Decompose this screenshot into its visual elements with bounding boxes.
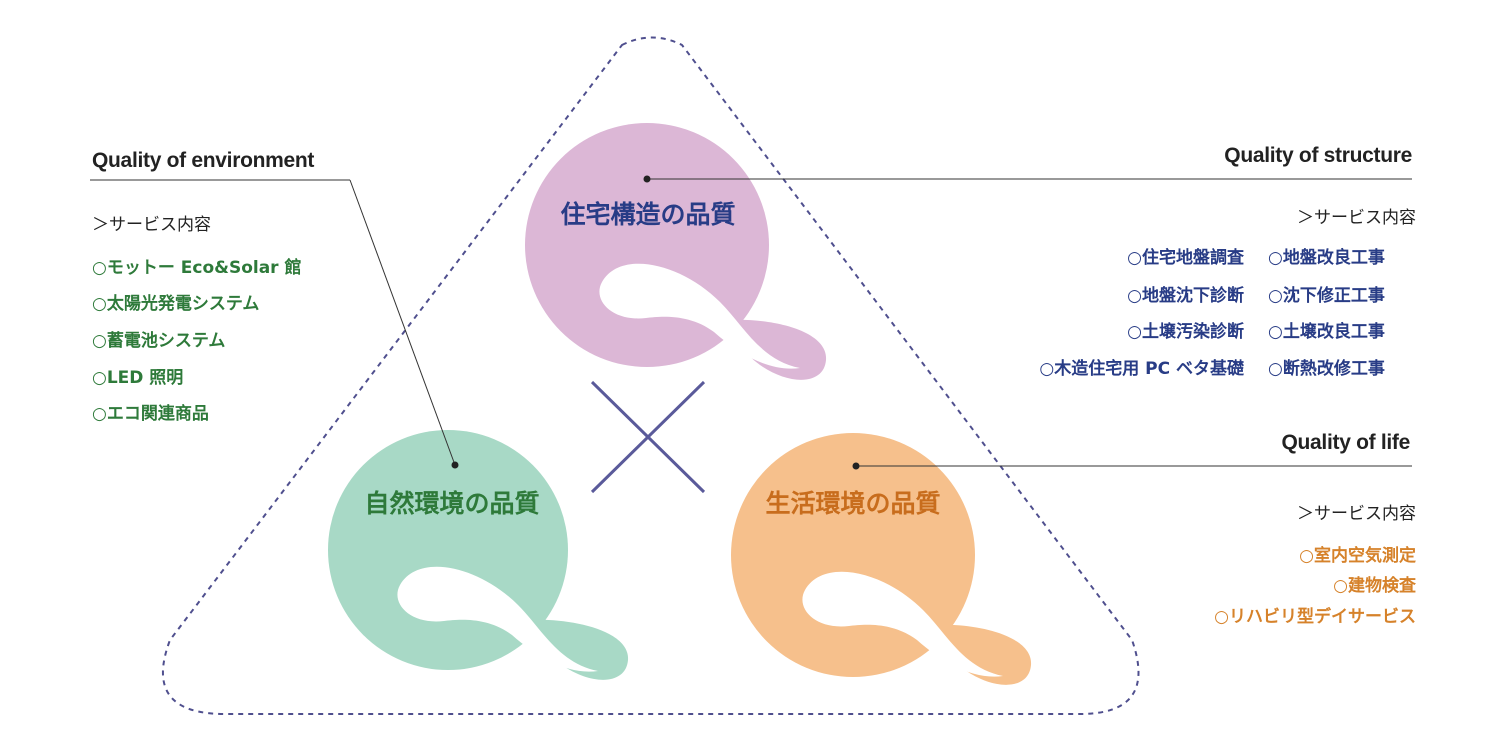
structure-item-left-4: ○木造住宅用 PC ベタ基礎 bbox=[1039, 359, 1244, 379]
environment-service-head: ＞サービス内容 bbox=[92, 215, 211, 235]
life-title: Quality of life bbox=[1281, 431, 1410, 454]
environment-title: Quality of environment bbox=[92, 149, 315, 172]
connector-structure bbox=[643, 175, 1412, 183]
life-node bbox=[731, 433, 1032, 685]
environment-item-5: ○エコ関連商品 bbox=[92, 404, 209, 424]
structure-item-right-1: ○地盤改良工事 bbox=[1268, 248, 1385, 268]
q-loop-mark-life-tail bbox=[935, 624, 1032, 685]
environment-circle-title: 自然環境の品質 bbox=[364, 489, 539, 518]
structure-node bbox=[525, 123, 827, 380]
environment-item-3: ○蓄電池システム bbox=[92, 331, 226, 351]
environment-item-2: ○太陽光発電システム bbox=[92, 294, 260, 314]
life-item-3: ○リハビリ型デイサービス bbox=[1214, 607, 1416, 627]
structure-item-right-4: ○断熱改修工事 bbox=[1268, 359, 1385, 379]
q-loop-mark-life bbox=[802, 571, 1003, 677]
structure-item-left-1: ○住宅地盤調査 bbox=[1127, 248, 1244, 268]
q-loop-mark-structure bbox=[730, 319, 827, 380]
environment-node bbox=[328, 430, 629, 680]
connector-life bbox=[852, 462, 1412, 470]
q-loop-mark-environment-tail bbox=[530, 619, 629, 680]
environment-item-4: ○LED 照明 bbox=[92, 368, 184, 388]
structure-item-left-3: ○土壌汚染診断 bbox=[1127, 322, 1244, 342]
q-loop-mark-structure-inner bbox=[599, 263, 800, 369]
q-loop-mark-environment bbox=[397, 566, 598, 672]
dashed-triangle bbox=[161, 36, 1140, 715]
structure-item-right-3: ○土壌改良工事 bbox=[1268, 322, 1385, 342]
connector-environment bbox=[90, 179, 459, 469]
structure-service-head: ＞サービス内容 bbox=[1297, 208, 1416, 228]
structure-item-right-2: ○沈下修正工事 bbox=[1268, 286, 1385, 306]
structure-title: Quality of structure bbox=[1224, 144, 1412, 167]
life-service-head: ＞サービス内容 bbox=[1297, 504, 1416, 524]
cross-symbol bbox=[590, 380, 706, 494]
environment-item-1: ○モットー Eco&Solar 館 bbox=[92, 258, 302, 278]
life-item-1: ○室内空気測定 bbox=[1299, 546, 1416, 566]
structure-item-left-2: ○地盤沈下診断 bbox=[1127, 286, 1244, 306]
life-item-2: ○建物検査 bbox=[1333, 576, 1416, 596]
life-circle-title: 生活環境の品質 bbox=[765, 489, 940, 518]
structure-circle-title: 住宅構造の品質 bbox=[560, 200, 735, 229]
